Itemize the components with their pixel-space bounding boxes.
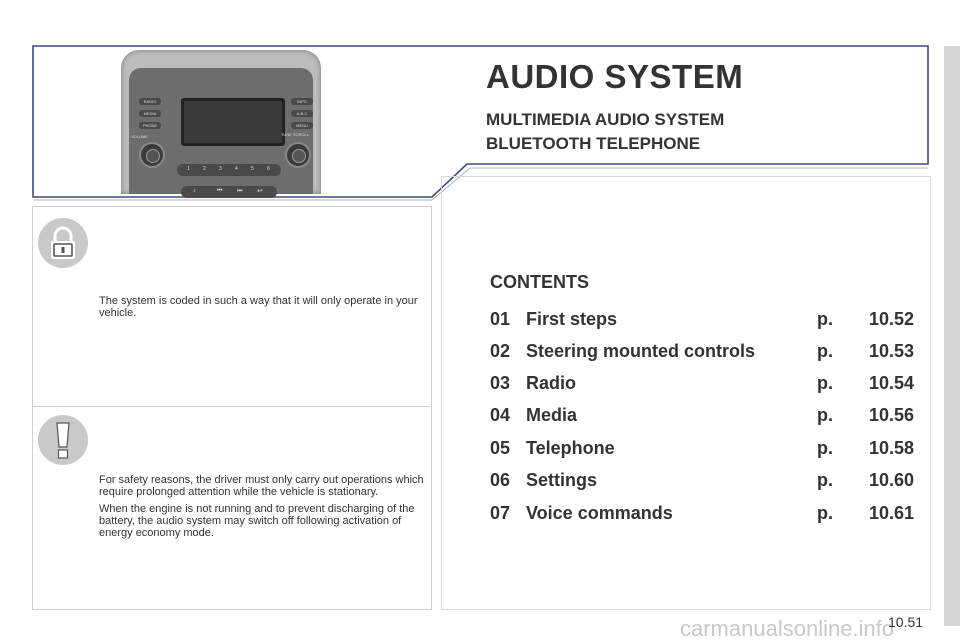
toc-page-prefix: p. — [817, 438, 833, 458]
preset-3: 3 — [219, 166, 222, 172]
toc-page-prefix: p. — [817, 405, 833, 425]
toc-page-number: 10.61 — [868, 503, 914, 523]
subtitle-line-1: MULTIMEDIA AUDIO SYSTEM — [486, 110, 725, 129]
toc-page-number: 10.58 — [868, 438, 914, 458]
toc-number: 04 — [490, 405, 511, 425]
toc-page-number: 10.60 — [868, 470, 914, 490]
notes-panel — [32, 206, 432, 610]
preset-6: 6 — [267, 166, 270, 172]
toc-page-prefix: p. — [817, 373, 833, 393]
contents-panel — [441, 176, 931, 610]
volume-label: VOLUME — [131, 134, 148, 139]
media-controls-row: ♪ ⏮ ⏭ ↩ — [181, 186, 277, 198]
toc-item[interactable]: 03 Radio p. 10.54 — [490, 373, 914, 397]
toc-page-number: 10.53 — [868, 341, 914, 361]
tune-scroll-label: TUNE SCROLL — [280, 132, 309, 137]
toc-title: Settings — [526, 470, 598, 490]
page-title: AUDIO SYSTEM — [486, 58, 744, 95]
notes-divider — [33, 406, 430, 407]
security-note: The system is coded in such a way that i… — [99, 295, 429, 324]
toc-number: 06 — [490, 470, 511, 490]
toc-item[interactable]: 06 Settings p. 10.60 — [490, 470, 914, 494]
toc-page-prefix: p. — [817, 309, 833, 329]
radio-button-right-2: A-B-C — [291, 110, 313, 117]
toc-title: Media — [526, 405, 578, 425]
next-icon: ⏭ — [237, 188, 243, 194]
toc-number: 03 — [490, 373, 511, 393]
padlock-icon — [38, 218, 88, 268]
toc-page-prefix: p. — [817, 470, 833, 490]
toc-title: First steps — [526, 309, 618, 329]
toc-page-number: 10.56 — [868, 405, 914, 425]
toc-item[interactable]: 02 Steering mounted controls p. 10.53 — [490, 341, 914, 365]
toc-title: Voice commands — [526, 503, 673, 523]
toc-item[interactable]: 01 First steps p. 10.52 — [490, 309, 914, 333]
warning-note-paragraph-2: When the engine is not running and to pr… — [99, 503, 415, 539]
back-icon: ↩ — [257, 188, 263, 195]
warning-note: For safety reasons, the driver must only… — [99, 474, 429, 544]
toc-page-prefix: p. — [817, 503, 833, 523]
toc-title: Steering mounted controls — [526, 341, 756, 361]
toc-item[interactable]: 07 Voice commands p. 10.61 — [490, 503, 914, 527]
preset-4: 4 — [235, 166, 238, 172]
security-note-text: The system is coded in such a way that i… — [99, 295, 418, 319]
warning-note-paragraph-1: For safety reasons, the driver must only… — [99, 474, 424, 498]
toc-item[interactable]: 04 Media p. 10.56 — [490, 405, 914, 429]
toc-title: Radio — [526, 373, 577, 393]
toc-number: 07 — [490, 503, 511, 523]
toc-page-prefix: p. — [817, 341, 833, 361]
radio-button-right-1: INFO — [291, 98, 313, 105]
radio-unit-illustration: RADIO MEDIA PHONE INFO A-B-C MENU VOLUME… — [121, 50, 321, 198]
preset-1: 1 — [187, 166, 190, 172]
preset-2: 2 — [203, 166, 206, 172]
toc-page-number: 10.54 — [868, 373, 914, 393]
radio-faceplate: RADIO MEDIA PHONE INFO A-B-C MENU VOLUME… — [129, 68, 313, 198]
radio-button-left-1: RADIO — [139, 98, 161, 105]
previous-icon: ⏮ — [217, 188, 223, 194]
toc-number: 01 — [490, 309, 511, 329]
toc-page-number: 10.52 — [868, 309, 914, 329]
watermark: carmanualsonline.info — [680, 616, 895, 641]
mute-icon: ♪ — [193, 188, 196, 194]
radio-button-left-3: PHONE — [139, 122, 161, 129]
volume-knob — [139, 142, 165, 168]
header-frame — [32, 45, 929, 201]
toc-item[interactable]: 05 Telephone p. 10.58 — [490, 438, 914, 462]
preset-buttons-row: 1 2 3 4 5 6 — [177, 164, 281, 176]
preset-5: 5 — [251, 166, 254, 172]
radio-button-right-3: MENU — [291, 122, 313, 129]
page-number: 10.51 — [888, 614, 924, 630]
exclamation-icon — [38, 415, 88, 465]
radio-button-left-2: MEDIA — [139, 110, 161, 117]
toc-number: 05 — [490, 438, 511, 458]
contents-heading: CONTENTS — [490, 272, 589, 292]
toc-title: Telephone — [526, 438, 615, 458]
page-margin-bar — [944, 46, 960, 626]
tune-knob — [285, 142, 311, 168]
subtitle-line-2: BLUETOOTH TELEPHONE — [486, 134, 701, 153]
toc-number: 02 — [490, 341, 511, 361]
radio-display — [181, 98, 285, 146]
